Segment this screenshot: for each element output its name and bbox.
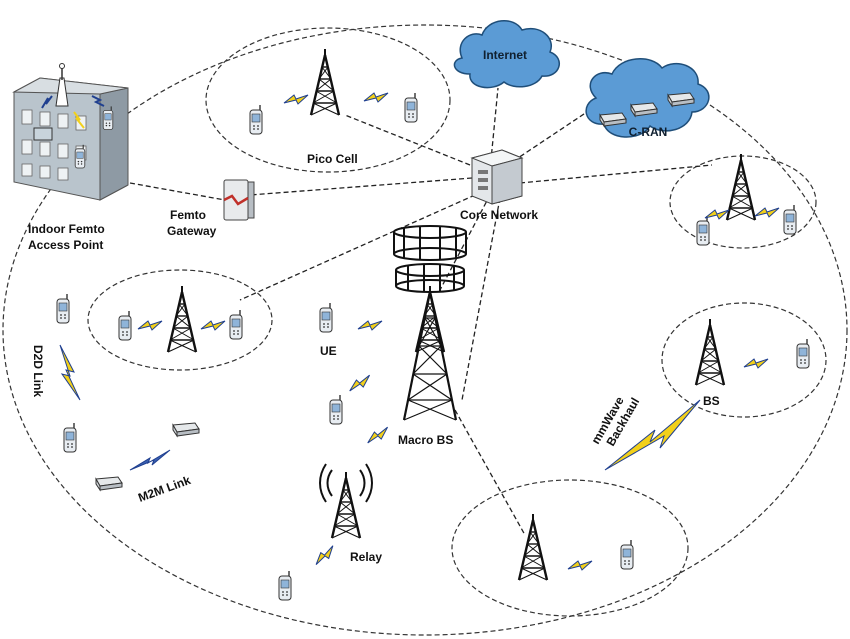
mmwave-link-icon (567, 560, 593, 571)
mmwave-backhaul-icon (604, 399, 701, 471)
m2m-link-label: M2M Link (136, 473, 192, 505)
indoor-femto-label-2: Access Point (28, 238, 103, 252)
indoor-femto-label-1: Indoor Femto (28, 222, 105, 236)
m2m-device-bottom-icon (95, 476, 123, 491)
relay-ue-icon (278, 570, 292, 601)
pico-cell-boundary (205, 27, 451, 173)
small-cell-left-boundary (87, 269, 273, 371)
femto-gateway-label-1: Femto (170, 208, 206, 222)
cran-link-left-icon (704, 209, 730, 220)
d2d-link-icon (59, 344, 81, 401)
mmwave-ue-icon (620, 539, 634, 570)
pico-link-left-icon (283, 94, 309, 105)
ue-label: UE (320, 344, 337, 358)
bs-label: BS (703, 394, 720, 408)
macro-ue-lower-icon (329, 394, 343, 425)
d2d-ue-top-icon (56, 293, 70, 324)
m2m-link-icon (129, 449, 171, 471)
ue-icon (319, 302, 333, 333)
core-network-label: Core Network (460, 208, 538, 222)
relay-macro-link-icon (364, 426, 392, 445)
cran-ue-right-icon (783, 204, 797, 235)
pico-ue-left-icon (249, 104, 263, 135)
femto-gateway-icon (223, 179, 255, 221)
internet-label: Internet (483, 48, 527, 62)
ue-link-icon (357, 320, 383, 331)
small-cell-ue-right-icon (229, 309, 243, 340)
pico-cell-label: Pico Cell (307, 152, 358, 166)
small-cell-tower-icon (166, 284, 198, 354)
relay-tower-icon (319, 463, 373, 540)
femto-gateway-label-2: Gateway (167, 224, 217, 238)
d2d-ue-bottom-icon (63, 422, 77, 453)
macro-bs-label: Macro BS (398, 433, 453, 447)
pico-tower-icon (309, 47, 341, 117)
cran-ue-left-icon (696, 215, 710, 246)
core-network-icon (470, 149, 524, 205)
m2m-device-top-icon (172, 422, 200, 437)
pico-ue-right-icon (404, 92, 418, 123)
small-cell-ue-left-icon (118, 310, 132, 341)
relay-ue-link-icon (311, 545, 338, 566)
macro-ue-lower-link-icon (346, 374, 374, 393)
small-cell-link-right-icon (200, 320, 226, 331)
cran-link-right-icon (754, 207, 780, 218)
bs-ue-icon (796, 338, 810, 369)
relay-label: Relay (350, 550, 382, 564)
cran-label: C-RAN (629, 125, 668, 139)
bs-cell-boundary (661, 302, 827, 418)
internet-cloud: Internet (453, 20, 560, 89)
macro-cell-boundary (2, 24, 848, 636)
d2d-link-label: D2D Link (31, 345, 45, 397)
bs-link-icon (743, 358, 769, 369)
macro-bs-tower-icon (393, 225, 467, 421)
cran-cell-boundary (669, 155, 817, 249)
mmwave-tower-icon (517, 512, 549, 582)
pico-link-right-icon (363, 92, 389, 103)
cran-tower-icon (725, 152, 757, 222)
building-icon (12, 63, 129, 201)
backhaul-links (129, 87, 713, 536)
mmwave-cell-boundary (451, 479, 689, 617)
small-cell-link-left-icon (137, 320, 163, 331)
bs-tower-icon (694, 317, 726, 387)
cran-cloud: C-RAN (585, 58, 710, 139)
